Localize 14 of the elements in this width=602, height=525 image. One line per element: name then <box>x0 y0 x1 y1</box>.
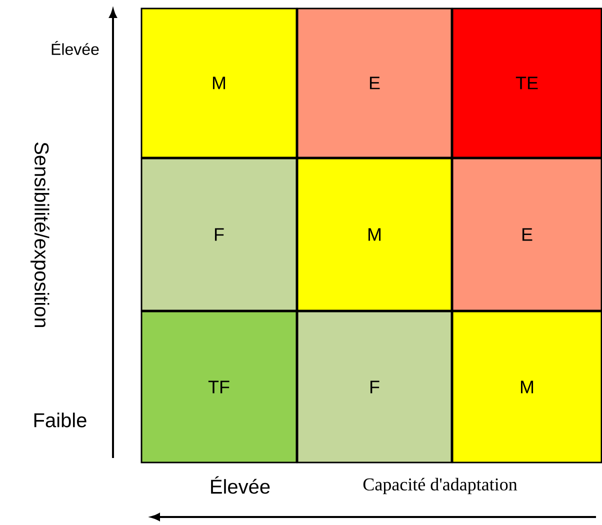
grid-cell: TE <box>452 8 602 158</box>
grid-cell: E <box>452 158 602 312</box>
axis-label: Sensibilité/exposition <box>30 142 50 328</box>
grid-cell: M <box>452 310 602 464</box>
axis-label: Élevée <box>211 476 270 494</box>
axis-label: Faible <box>34 412 86 428</box>
grid-cell: F <box>140 158 298 312</box>
grid-cell: M <box>140 8 298 158</box>
axis-label: Capacité d'adaptation <box>363 478 518 494</box>
grid-cell: F <box>296 310 452 464</box>
grid-cell: TF <box>140 310 298 464</box>
grid-cell: E <box>296 8 452 158</box>
axis-label: Élevée <box>52 40 99 55</box>
grid-cell: M <box>296 158 452 312</box>
